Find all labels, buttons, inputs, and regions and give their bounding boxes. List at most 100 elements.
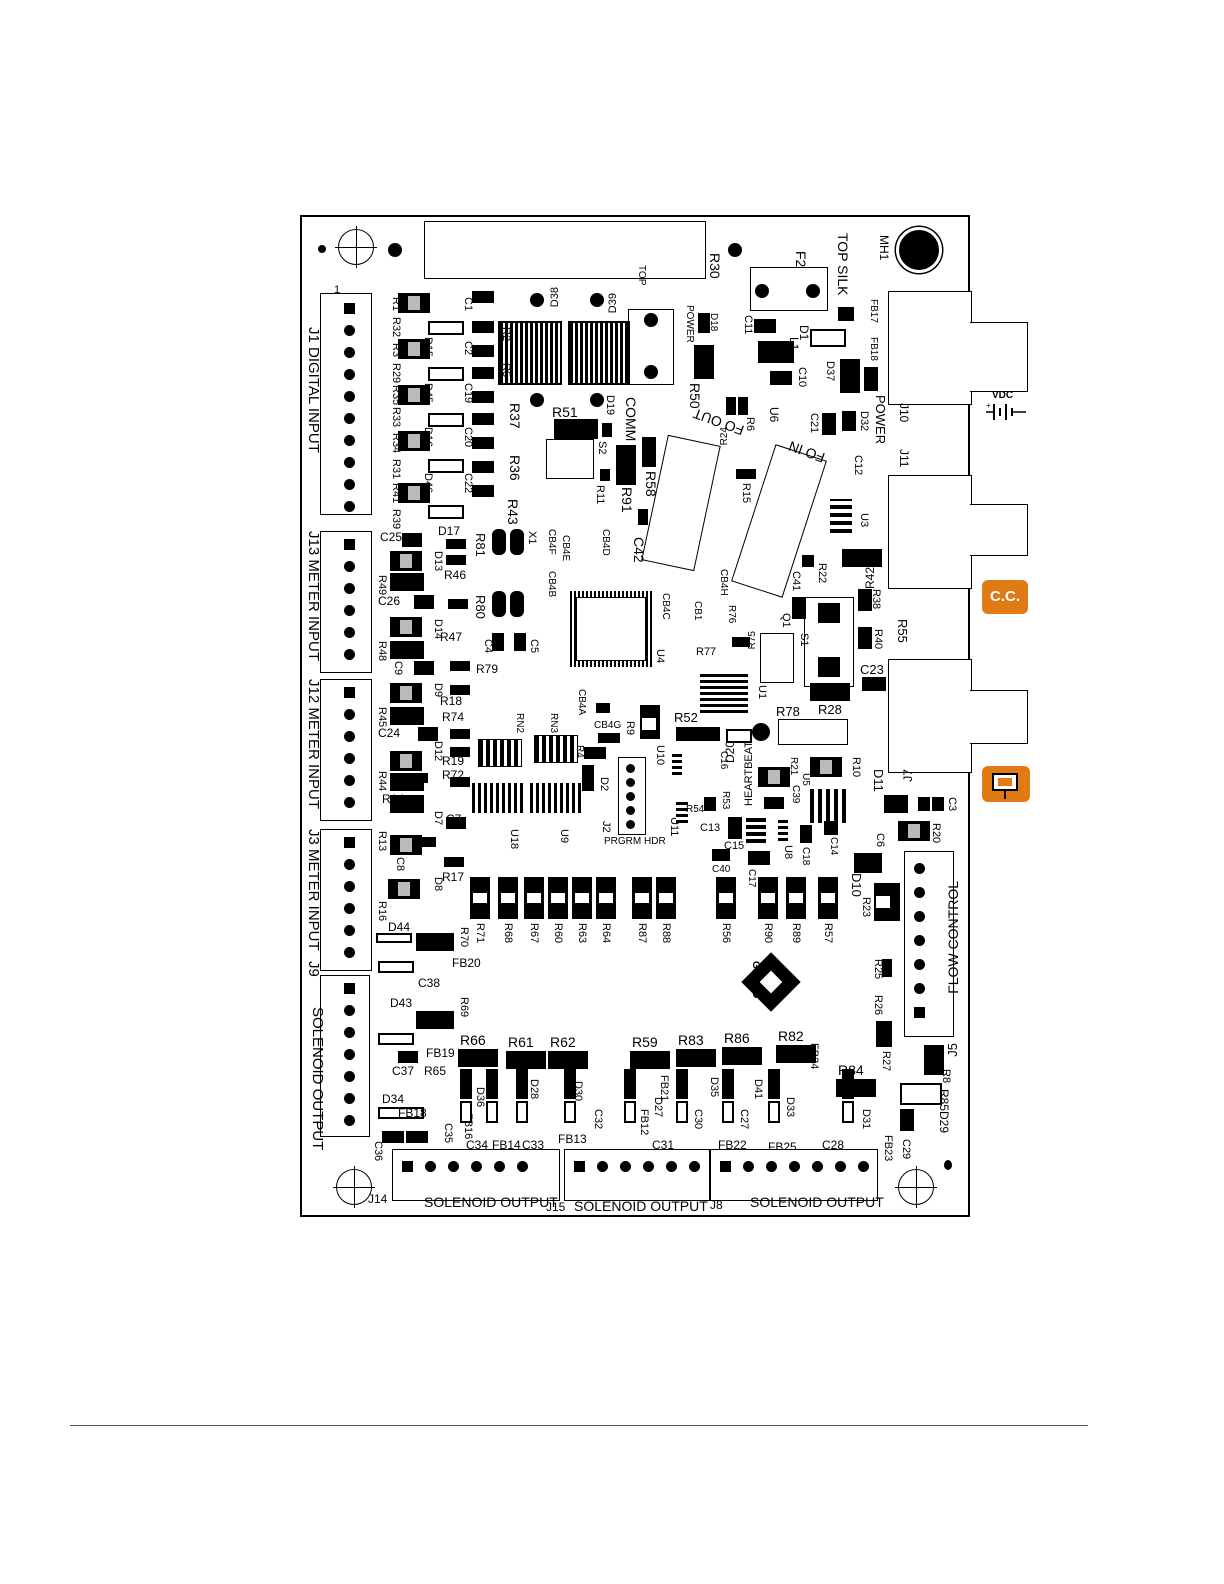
resistor-row-label: R57 [822, 923, 834, 944]
j2-pin [626, 778, 635, 787]
ic-u11 [676, 801, 688, 823]
switch-s1-pad [818, 657, 840, 677]
component-label: D44 [388, 920, 411, 934]
fiber-optic-in-connector [731, 444, 827, 598]
resistor-r58 [642, 437, 656, 467]
resistor-body-gap [551, 893, 565, 903]
bottom-resistor-label: R86 [724, 1030, 750, 1046]
component-label: FB18 [398, 1106, 427, 1120]
connector-pin [344, 501, 355, 512]
component-label: R34 [390, 433, 402, 454]
j5-label: J5 [945, 1043, 960, 1057]
r4-label: R4 [574, 745, 585, 758]
connector-pin [812, 1161, 823, 1172]
smd-part [472, 291, 494, 303]
smd-part [414, 661, 434, 675]
connector-pin [344, 903, 355, 914]
d19-label: D19 [604, 395, 616, 416]
component-label: R19 [442, 754, 465, 768]
smd-diode [428, 505, 464, 519]
c40-label: C40 [712, 864, 731, 875]
connector-pin [344, 457, 355, 468]
connector-pin [689, 1161, 700, 1172]
terminal-block-j11 [888, 475, 972, 589]
component-label: C34 [466, 1138, 489, 1152]
mh1-hole [896, 227, 942, 273]
resistor-row-label: R67 [528, 923, 540, 944]
bottom-resistor-body [548, 1051, 588, 1069]
r37-label: R37 [507, 403, 523, 429]
resistor-large [388, 879, 420, 899]
connector-pin-1 [344, 983, 355, 994]
smd-diode [428, 459, 464, 473]
connector-pin-1 [344, 837, 355, 848]
fb17-label: FB17 [868, 299, 879, 323]
smd-part [418, 727, 438, 741]
plug-j11 [970, 504, 1028, 556]
resistor-r8 [924, 1045, 944, 1075]
r42-label: R42 [863, 567, 877, 590]
j2-pin [626, 792, 635, 801]
component-label: D8 [432, 877, 444, 892]
connector-pin [344, 1115, 355, 1126]
r38-label: R38 [870, 589, 882, 610]
r25-label: R25 [872, 959, 884, 980]
smd-part [416, 773, 428, 783]
connector-pin [471, 1161, 482, 1172]
connector-j13 [320, 531, 372, 673]
smd-part [422, 837, 436, 847]
smd-part [390, 773, 424, 791]
cb4e-label: CB4E [560, 535, 571, 562]
c4-label: C4 [482, 639, 494, 654]
via-dot [530, 393, 544, 407]
smd-part [416, 933, 454, 951]
component-label: D43 [390, 996, 413, 1010]
r40-label: R40 [872, 629, 884, 650]
smd-part [472, 391, 494, 403]
connector-pin [344, 1093, 355, 1104]
resistor-r50 [694, 345, 714, 379]
smd-part [472, 367, 494, 379]
component-label: R41 [390, 483, 402, 504]
cb1-label: CB1 [692, 601, 703, 621]
component-label: FB20 [452, 956, 481, 970]
connector-pin [344, 391, 355, 402]
connector-pin [344, 325, 355, 336]
u1-label: U1 [756, 685, 768, 700]
terminal-block-j10 [888, 291, 972, 405]
c17-label: C17 [746, 869, 757, 888]
component-label: R69 [458, 997, 470, 1018]
u9-label: U9 [558, 829, 570, 844]
smd-part [472, 485, 494, 497]
connector-pin [344, 1049, 355, 1060]
c42-label: C42 [631, 537, 647, 563]
connector-pin [858, 1161, 869, 1172]
cb4d-label: CB4D [600, 529, 611, 556]
j2-pin [626, 806, 635, 815]
j14-label: J14 [368, 1192, 388, 1206]
r22-label: R22 [816, 563, 828, 584]
smd-part [450, 685, 470, 695]
r21-label: R21 [788, 757, 799, 776]
r51-label: R51 [552, 404, 578, 420]
cap-c3-b [932, 797, 944, 811]
connector-pin-1 [402, 1161, 413, 1172]
component-label: R32 [390, 317, 402, 338]
connector-pin [344, 649, 355, 660]
smd-diode [768, 1101, 780, 1123]
resistor-row-label: R60 [552, 923, 564, 944]
mounting-hole-top-left [335, 226, 377, 268]
resistor-body-gap [473, 893, 487, 903]
component-label: C26 [378, 594, 401, 608]
flow-control-pin-1 [914, 1007, 925, 1018]
component-label: D28 [528, 1079, 540, 1100]
component-label: FB22 [718, 1138, 747, 1152]
ferrite-fb17 [838, 307, 854, 321]
bottom-resistor-label: R83 [678, 1032, 704, 1048]
r77-label: R77 [696, 646, 717, 658]
smd-part [390, 641, 424, 659]
u5-label: U5 [800, 773, 811, 786]
r50-label: R50 [687, 383, 703, 409]
component-label: D17 [438, 524, 461, 538]
u4-label: U4 [654, 649, 666, 664]
